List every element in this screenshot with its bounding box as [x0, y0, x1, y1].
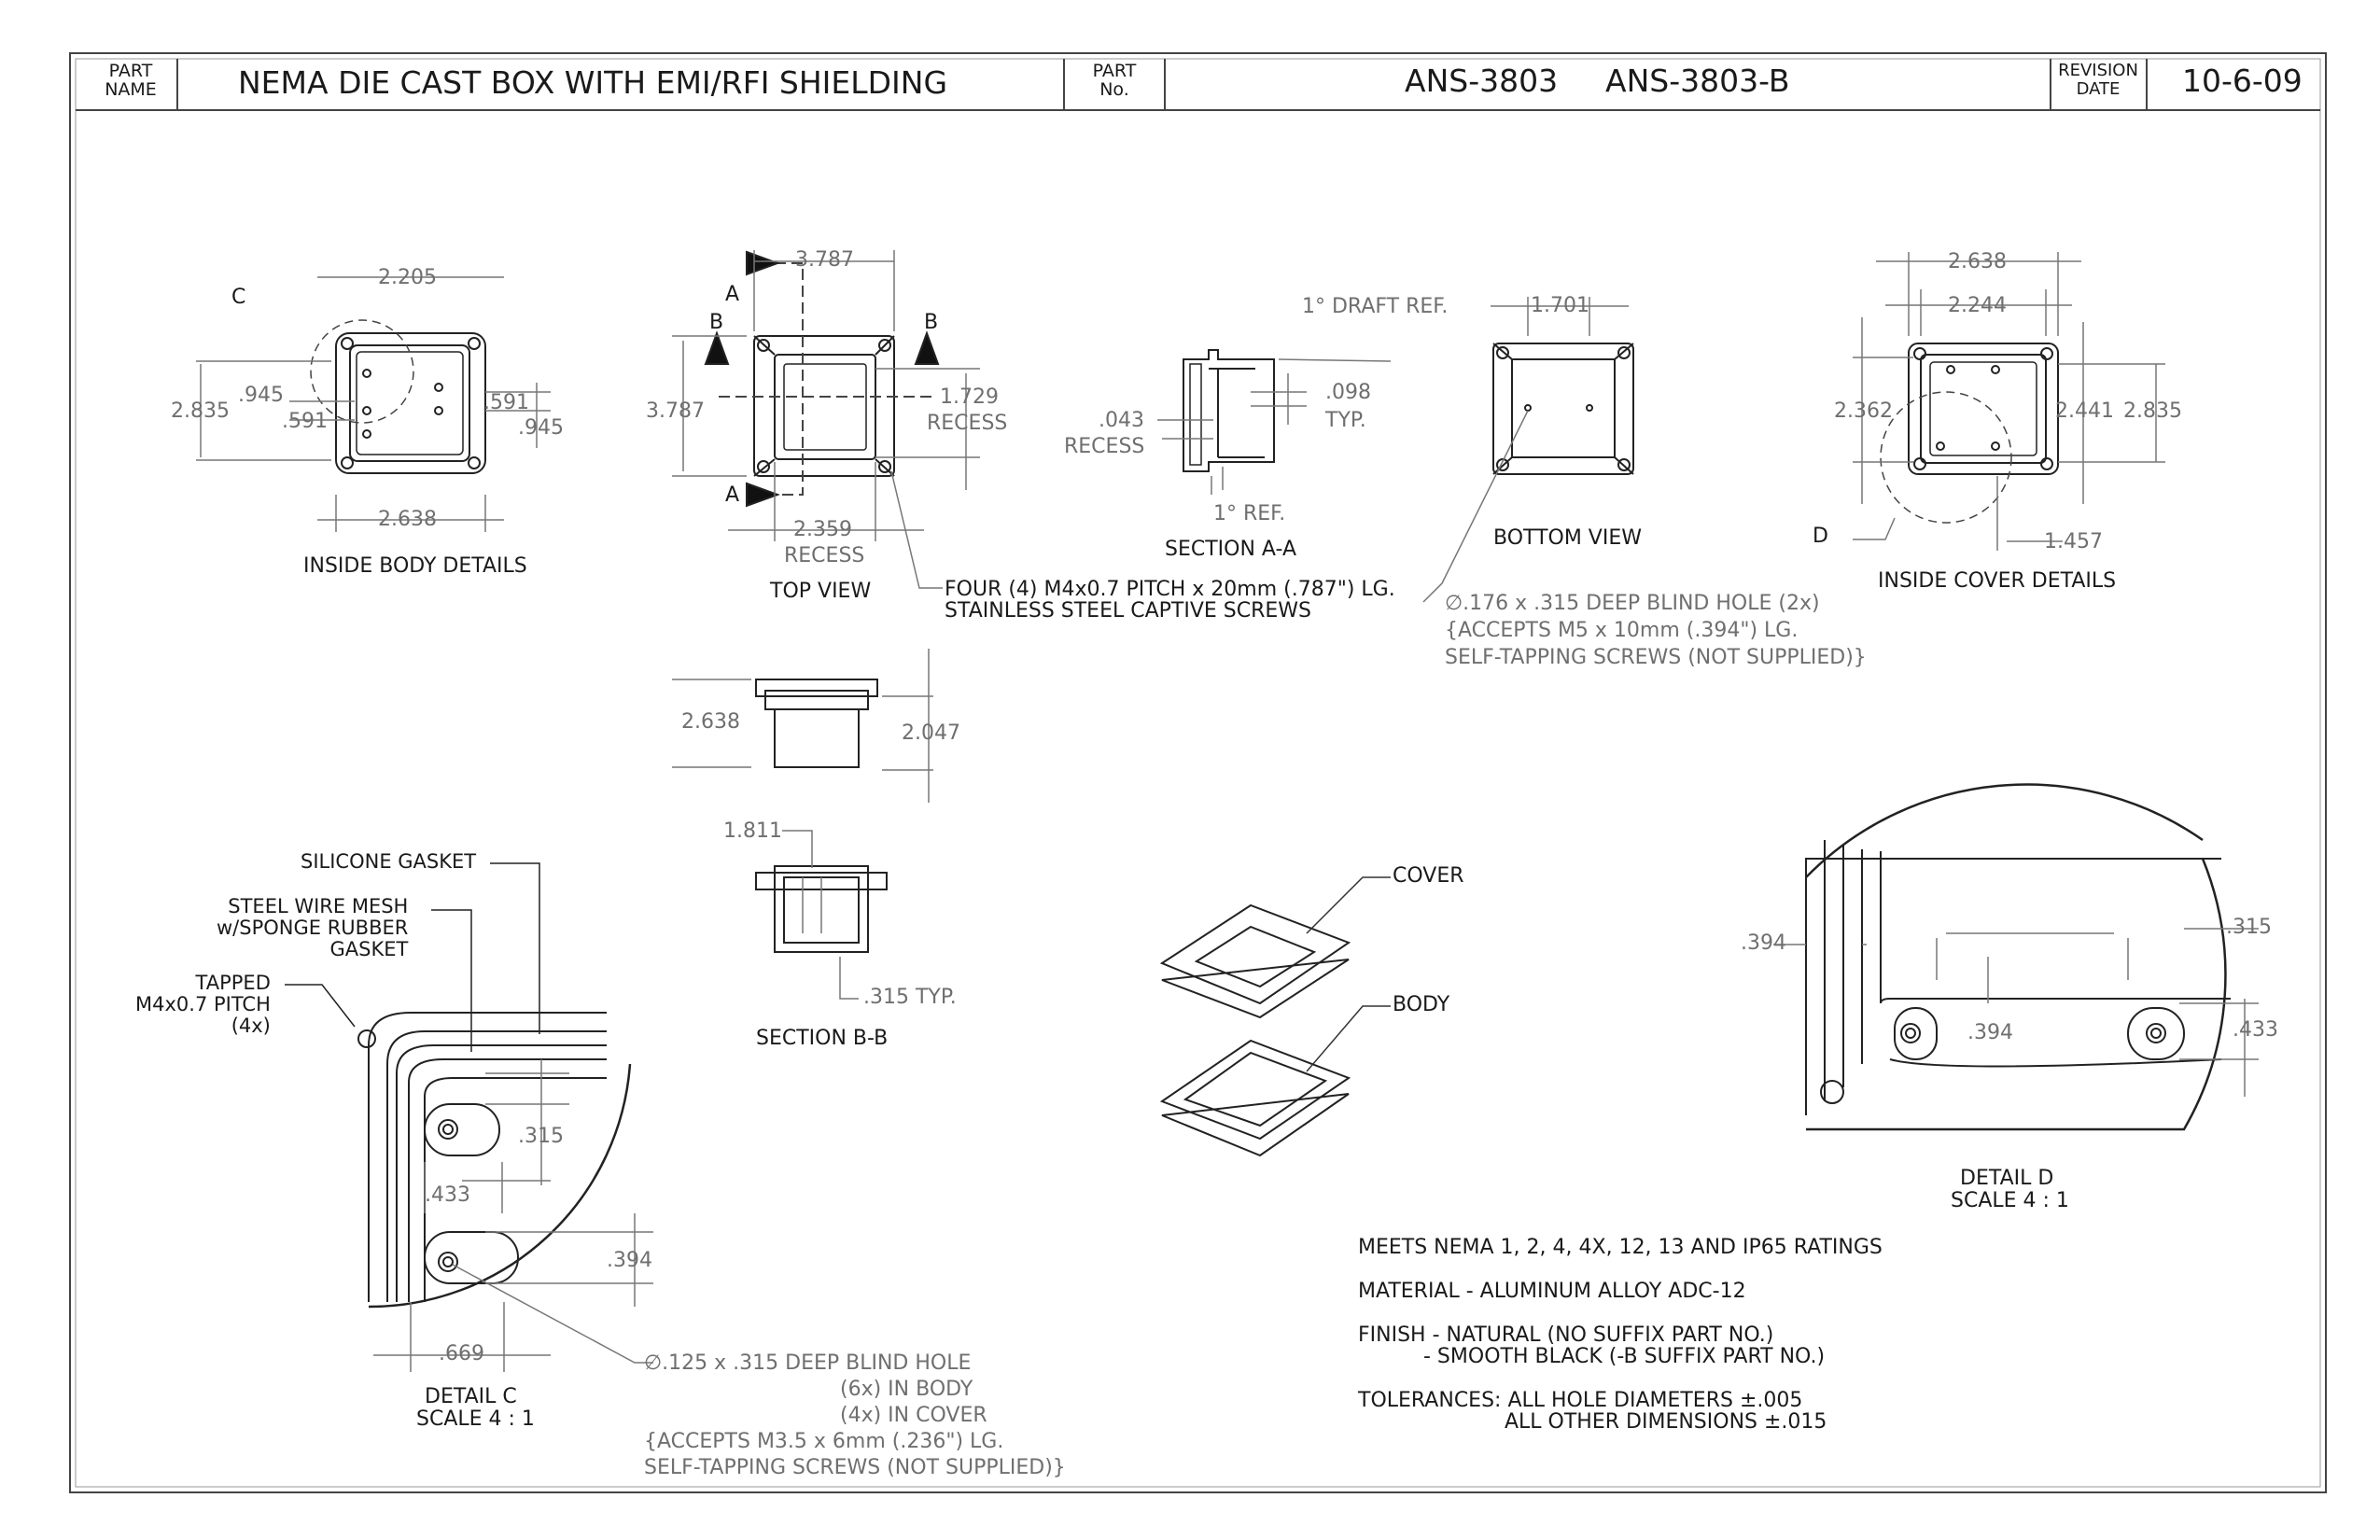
dim-label: 2.362 — [1834, 399, 1893, 423]
inside-cover-caption: INSIDE COVER DETAILS — [1878, 569, 2117, 593]
detail-c-view — [285, 862, 653, 1372]
bottom-hole-note: ∅.176 x .315 DEEP BLIND HOLE (2x) {ACCEP… — [1445, 592, 1867, 669]
dim-label: .945 — [518, 416, 564, 440]
isometric-assembly — [1159, 876, 1391, 1157]
dim-label: .433 — [2233, 1018, 2278, 1042]
bottom-view-caption: BOTTOM VIEW — [1493, 526, 1642, 550]
ratings-note: MEETS NEMA 1, 2, 4, 4X, 12, 13 AND IP65 … — [1358, 1236, 1883, 1259]
dim-label: .315 — [2226, 916, 2272, 939]
dim-label: .043 — [1099, 409, 1144, 432]
dim-label: .394 — [1741, 931, 1786, 955]
dim-label: .669 — [439, 1342, 484, 1365]
dim-label: 1° REF. — [1213, 502, 1286, 525]
finish-note: - SMOOTH BLACK (-B SUFFIX PART NO.) — [1423, 1345, 1826, 1368]
detail-c-circle — [310, 319, 414, 424]
part-name: NEMA DIE CAST BOX WITH EMI/RFI SHIELDING — [238, 64, 948, 101]
blind-hole-note: (4x) IN COVER — [840, 1404, 987, 1427]
dim-label: 2.047 — [902, 721, 960, 745]
material-note: MATERIAL - ALUMINUM ALLOY ADC-12 — [1358, 1280, 1746, 1303]
dim-label: 2.835 — [171, 399, 230, 423]
dim-label: .591 — [282, 410, 328, 433]
wire-mesh-label: STEEL WIRE MESH w/SPONGE RUBBER GASKET — [217, 895, 409, 960]
dim-label: .945 — [238, 384, 284, 407]
dim-label: .315 TYP. — [863, 986, 957, 1009]
side-view — [672, 649, 933, 803]
blind-hole-note: SELF-TAPPING SCREWS (NOT SUPPLIED)} — [644, 1456, 1066, 1479]
tolerance-note: ALL OTHER DIMENSIONS ±.015 — [1505, 1410, 1827, 1434]
cover-label: COVER — [1393, 864, 1464, 888]
dim-label: 3.787 — [646, 399, 705, 423]
detail-c-callout: C — [231, 286, 246, 309]
part-number-black: ANS-3803-B — [1605, 63, 1790, 99]
dim-label: 2.205 — [378, 266, 437, 289]
dim-label: .394 — [1967, 1021, 2013, 1044]
section-aa-view — [1157, 349, 1392, 495]
section-b-marker: B — [924, 311, 939, 334]
bottom-view — [1422, 297, 1634, 603]
dim-label: .591 — [483, 391, 529, 414]
dim-label: .433 — [425, 1183, 470, 1207]
section-a-marker: A — [725, 483, 740, 507]
detail-d-view — [1773, 783, 2259, 1131]
section-bb-view — [755, 830, 888, 1000]
dim-label: RECESS — [1064, 435, 1145, 458]
dim-label: 2.441 — [2055, 399, 2114, 423]
detail-d-circle — [1880, 391, 2012, 524]
detail-c-caption: DETAIL C — [425, 1385, 517, 1408]
dim-label: 1.811 — [723, 819, 782, 843]
dim-label: 2.359 — [793, 518, 852, 541]
part-no-label: PART No. — [1092, 61, 1137, 100]
part-name-label: PART NAME — [105, 61, 157, 100]
finish-note: FINISH - NATURAL (NO SUFFIX PART NO.) — [1358, 1323, 1774, 1347]
dim-label: 2.835 — [2123, 399, 2182, 423]
blind-hole-note: ∅.125 x .315 DEEP BLIND HOLE — [644, 1351, 972, 1375]
blind-hole-note: (6x) IN BODY — [840, 1378, 973, 1401]
revision-date: 10-6-09 — [2182, 63, 2303, 99]
inside-body-caption: INSIDE BODY DETAILS — [303, 554, 527, 578]
section-bb-caption: SECTION B-B — [756, 1027, 889, 1050]
detail-d-scale: SCALE 4 : 1 — [1951, 1189, 2069, 1212]
detail-d-caption: DETAIL D — [1960, 1167, 2054, 1190]
inside-cover-view — [1853, 252, 2165, 551]
section-aa-caption: SECTION A-A — [1165, 538, 1296, 561]
dim-label: RECESS — [927, 412, 1008, 435]
tapped-hole-label: TAPPED M4x0.7 PITCH (4x) — [135, 972, 271, 1037]
dim-label: TYP. — [1325, 409, 1366, 432]
dim-label: 1.701 — [1531, 294, 1589, 317]
tolerance-note: TOLERANCES: ALL HOLE DIAMETERS ±.005 — [1358, 1389, 1803, 1412]
silicone-gasket-label: SILICONE GASKET — [301, 850, 477, 873]
revision-label: REVISION DATE — [2058, 61, 2138, 99]
dim-label: .098 — [1325, 381, 1371, 404]
body-label: BODY — [1393, 993, 1450, 1016]
section-b-marker: B — [709, 311, 724, 334]
top-view-caption: TOP VIEW — [770, 580, 872, 603]
dim-label: 2.638 — [1948, 250, 2007, 273]
part-number-primary: ANS-3803 — [1405, 63, 1559, 99]
dim-label: 2.638 — [681, 710, 740, 734]
dim-label: 1.729 — [940, 385, 999, 409]
dim-label: 2.638 — [378, 508, 437, 531]
dim-label: 3.787 — [795, 248, 854, 272]
draft-note: 1° DRAFT REF. — [1302, 295, 1449, 318]
inside-body-view — [196, 276, 551, 532]
top-view — [672, 250, 980, 589]
blind-hole-note: {ACCEPTS M3.5 x 6mm (.236") LG. — [644, 1430, 1004, 1453]
dim-label: .315 — [518, 1125, 564, 1148]
captive-screws-note: FOUR (4) M4x0.7 PITCH x 20mm (.787") LG.… — [945, 578, 1395, 623]
section-a-marker: A — [725, 283, 740, 306]
dim-label: 2.244 — [1948, 294, 2007, 317]
sheet-border — [69, 52, 2327, 1493]
dim-label: .394 — [607, 1249, 652, 1272]
detail-d-callout: D — [1813, 525, 1828, 548]
dim-label: RECESS — [784, 544, 865, 567]
dim-label: 1.457 — [2044, 530, 2103, 553]
detail-c-scale: SCALE 4 : 1 — [416, 1407, 535, 1431]
